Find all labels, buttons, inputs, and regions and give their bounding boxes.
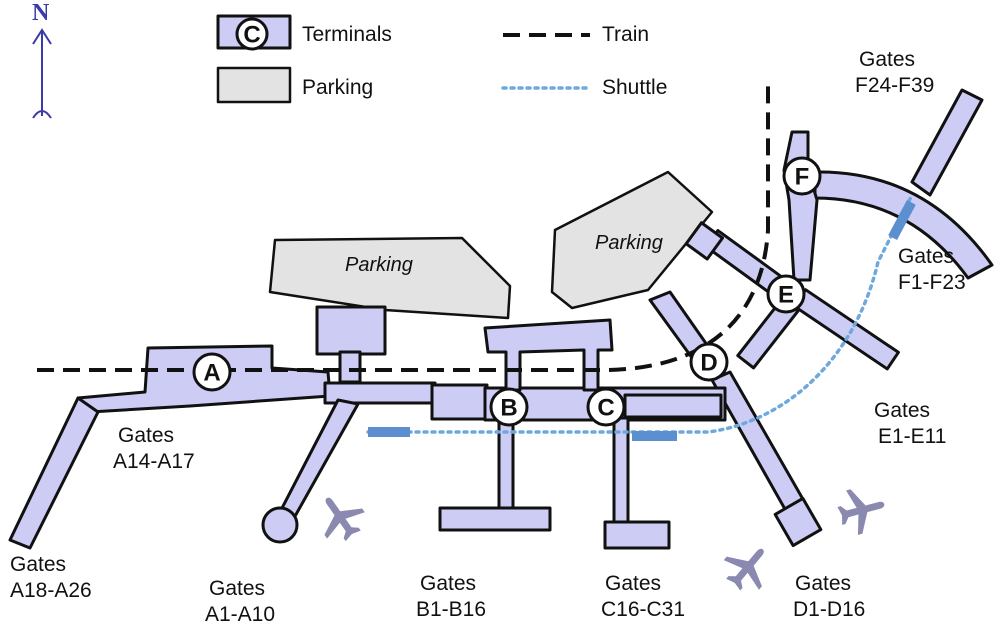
pier-c-end bbox=[603, 520, 671, 550]
legend-terminals-label: Terminals bbox=[302, 23, 392, 46]
terminal-bc-bridge bbox=[483, 318, 614, 392]
gate-label-f1-f23-range: F1-F23 bbox=[898, 271, 966, 294]
pier-f-stem bbox=[782, 130, 819, 282]
terminal-marker-b-letter: B bbox=[500, 395, 517, 422]
pier-a-south-end bbox=[261, 506, 299, 544]
parking-lot-east-label: Parking bbox=[595, 232, 663, 254]
gate-label-e1-e11-title: Gates bbox=[874, 399, 930, 422]
gate-label-f1-f23: Gates F1-F23 bbox=[898, 245, 966, 294]
terminal-marker-d-letter: D bbox=[700, 350, 717, 377]
gate-label-a1-a10-title: Gates bbox=[209, 577, 265, 600]
gate-label-a18-a26-title: Gates bbox=[10, 553, 66, 576]
gate-label-d1-d16: Gates D1-D16 bbox=[793, 572, 865, 621]
airplane-icon bbox=[324, 497, 365, 542]
gate-label-d1-d16-range: D1-D16 bbox=[793, 598, 865, 621]
terminal-marker-a: A bbox=[192, 352, 232, 392]
gate-label-e1-e11: Gates E1-E11 bbox=[874, 399, 947, 448]
airplane-icon bbox=[723, 548, 764, 591]
spine-c-to-d bbox=[623, 393, 723, 419]
legend-terminal-letter: C bbox=[243, 22, 260, 49]
terminal-complex bbox=[8, 88, 994, 550]
gate-label-b1-b16: Gates B1-B16 bbox=[416, 572, 486, 621]
parking-lot-east bbox=[550, 170, 714, 310]
gate-label-e1-e11-range: E1-E11 bbox=[878, 425, 947, 448]
terminal-marker-c-letter: C bbox=[597, 395, 614, 422]
legend: C Terminals Parking Train Shuttle bbox=[216, 14, 667, 104]
gate-label-f24-f39-title: Gates bbox=[859, 48, 915, 71]
terminal-marker-c: C bbox=[586, 387, 626, 427]
compass-arrow-head-icon bbox=[32, 28, 52, 45]
pier-a-south bbox=[278, 398, 360, 520]
gate-label-d1-d16-title: Gates bbox=[795, 572, 851, 595]
compass-arrow-tail-icon bbox=[32, 110, 52, 119]
train-line bbox=[37, 80, 770, 372]
legend-parking-label: Parking bbox=[302, 76, 373, 99]
gate-label-b1-b16-range: B1-B16 bbox=[416, 598, 486, 621]
parking-lot-west-label: Parking bbox=[345, 254, 413, 276]
compass-letter: N bbox=[32, 0, 50, 26]
gate-label-a1-a10: Gates A1-A10 bbox=[205, 577, 275, 626]
terminal-marker-b: B bbox=[489, 387, 529, 427]
gate-label-a14-a17: Gates A14-A17 bbox=[113, 424, 195, 473]
legend-train-label: Train bbox=[602, 23, 649, 46]
pier-f-northeast bbox=[910, 88, 984, 197]
gate-label-a14-a17-title: Gates bbox=[118, 424, 174, 447]
gate-label-a18-a26: Gates A18-A26 bbox=[10, 553, 92, 602]
shuttle-station-a bbox=[368, 427, 410, 437]
terminal-a-north-building bbox=[315, 305, 387, 356]
pier-b-end bbox=[438, 506, 552, 532]
gate-label-f24-f39-range: F24-F39 bbox=[855, 74, 934, 97]
gate-label-b1-b16-title: Gates bbox=[420, 572, 476, 595]
terminal-marker-f: F bbox=[782, 156, 822, 196]
pier-d-end bbox=[773, 496, 823, 548]
gate-label-c16-c31-title: Gates bbox=[605, 572, 661, 595]
airplane-icon bbox=[837, 489, 885, 535]
parking-lot-west bbox=[268, 236, 512, 320]
gate-label-f1-f23-title: Gates bbox=[898, 245, 954, 268]
terminal-a-connector bbox=[338, 350, 362, 384]
gate-label-a1-a10-range: A1-A10 bbox=[205, 603, 275, 626]
pier-f-arc bbox=[813, 170, 994, 280]
terminal-marker-e-letter: E bbox=[778, 282, 794, 309]
terminal-b-building bbox=[430, 383, 489, 421]
gate-label-a14-a17-range: A14-A17 bbox=[113, 450, 195, 473]
pier-a-southwest bbox=[8, 396, 100, 550]
legend-parking-swatch bbox=[216, 66, 292, 104]
terminal-marker-f-letter: F bbox=[795, 164, 810, 191]
legend-terminal-circle bbox=[235, 17, 269, 51]
terminal-marker-d: D bbox=[689, 342, 729, 382]
gate-label-a18-a26-range: A18-A26 bbox=[10, 579, 92, 602]
gate-label-f24-f39: Gates F24-F39 bbox=[855, 48, 934, 97]
compass: N bbox=[32, 0, 52, 119]
shuttle-station-f bbox=[888, 199, 916, 241]
shuttle-station-c bbox=[632, 431, 677, 441]
terminal-marker-a-letter: A bbox=[203, 360, 220, 387]
gate-label-c16-c31: Gates C16-C31 bbox=[601, 572, 685, 621]
pier-e-east-arm bbox=[792, 288, 900, 371]
shuttle-line bbox=[366, 193, 914, 434]
pier-e-nw-end bbox=[684, 221, 724, 261]
pier-c-stem bbox=[612, 416, 630, 528]
terminal-marker-e: E bbox=[766, 274, 806, 314]
gate-label-c16-c31-range: C16-C31 bbox=[601, 598, 685, 621]
legend-shuttle-label: Shuttle bbox=[602, 76, 667, 99]
